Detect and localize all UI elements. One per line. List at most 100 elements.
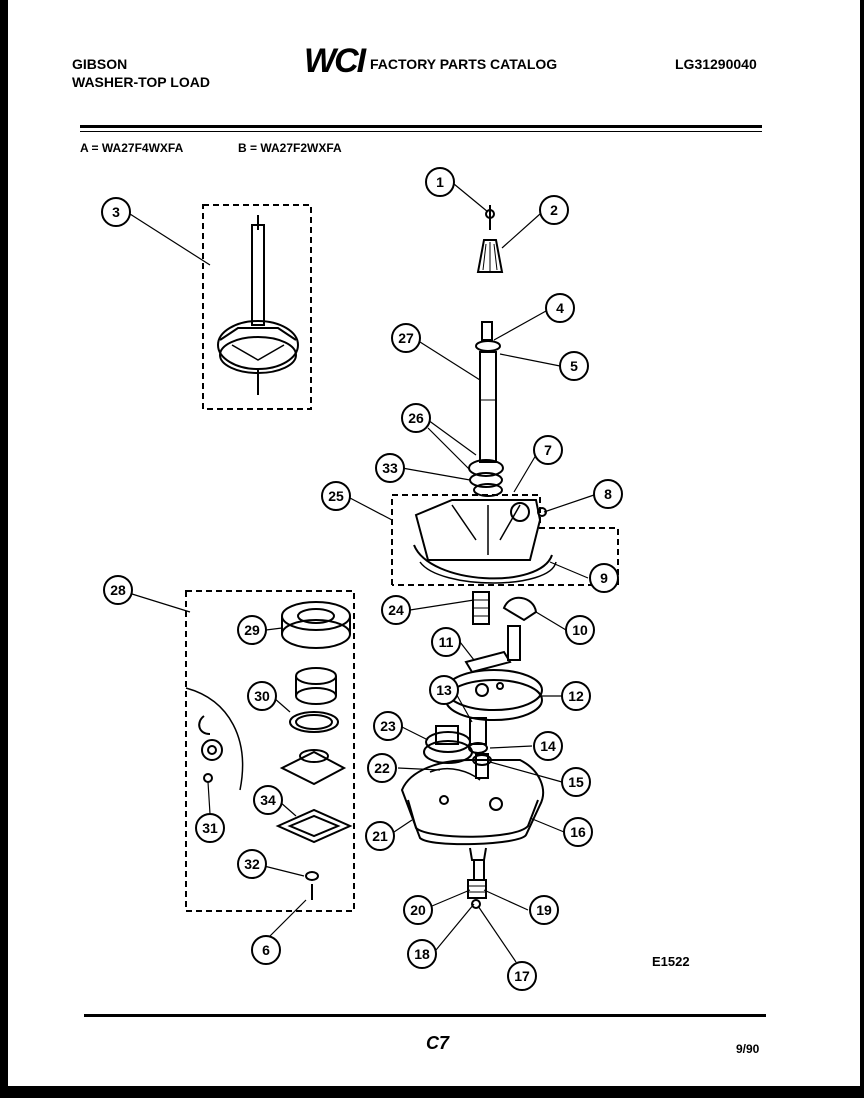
drive-shaft bbox=[468, 321, 504, 497]
callout-32: 32 bbox=[237, 849, 267, 879]
pinion-and-cam bbox=[472, 591, 538, 625]
callout-4: 4 bbox=[545, 293, 575, 323]
callout-15: 15 bbox=[561, 767, 591, 797]
callout-label: 6 bbox=[262, 942, 270, 958]
callout-29: 29 bbox=[237, 615, 267, 645]
callout-5: 5 bbox=[559, 351, 589, 381]
part-28-box bbox=[185, 590, 355, 912]
callout-label: 26 bbox=[408, 410, 424, 426]
callout-label: 31 bbox=[202, 820, 218, 836]
callout-10: 10 bbox=[565, 615, 595, 645]
catalog-title: FACTORY PARTS CATALOG bbox=[370, 56, 558, 72]
callout-label: 25 bbox=[328, 488, 344, 504]
callout-11: 11 bbox=[431, 627, 461, 657]
callout-8: 8 bbox=[593, 479, 623, 509]
pinion-gear-23 bbox=[423, 725, 473, 764]
agitator-shaft-assembly bbox=[217, 215, 299, 395]
leader-lines bbox=[129, 183, 595, 963]
callout-label: 7 bbox=[544, 442, 552, 458]
agitator-bolt-and-cap bbox=[476, 205, 504, 273]
callout-18: 18 bbox=[407, 939, 437, 969]
callout-28: 28 bbox=[103, 575, 133, 605]
callout-20: 20 bbox=[403, 895, 433, 925]
drive-fittings bbox=[467, 879, 487, 909]
page-number: C7 bbox=[426, 1033, 450, 1053]
callout-label: 20 bbox=[410, 902, 426, 918]
callout-12: 12 bbox=[561, 681, 591, 711]
callout-label: 11 bbox=[439, 634, 454, 650]
callout-30: 30 bbox=[247, 681, 277, 711]
callout-label: 8 bbox=[604, 486, 612, 502]
callout-label: 16 bbox=[570, 824, 586, 840]
callout-1: 1 bbox=[425, 167, 455, 197]
callout-label: 5 bbox=[570, 358, 578, 374]
callout-22: 22 bbox=[367, 753, 397, 783]
callout-21: 21 bbox=[365, 821, 395, 851]
callout-label: 22 bbox=[374, 760, 390, 776]
callout-27: 27 bbox=[391, 323, 421, 353]
callout-26: 26 bbox=[401, 403, 431, 433]
callout-label: 24 bbox=[388, 602, 404, 618]
callout-group: 1234567891011121314151617181920212223242… bbox=[101, 167, 623, 991]
part-28-arc bbox=[185, 687, 244, 791]
gearcase bbox=[400, 759, 545, 881]
callout-3: 3 bbox=[101, 197, 131, 227]
callout-label: 14 bbox=[540, 738, 556, 754]
callout-34: 34 bbox=[253, 785, 283, 815]
callout-label: 10 bbox=[572, 622, 588, 638]
callout-label: 27 bbox=[398, 330, 414, 346]
callout-label: 32 bbox=[244, 856, 260, 872]
callout-label: 19 bbox=[536, 902, 552, 918]
callout-33: 33 bbox=[375, 453, 405, 483]
callout-label: 29 bbox=[244, 622, 260, 638]
callout-label: 3 bbox=[112, 204, 120, 220]
callout-2: 2 bbox=[539, 195, 569, 225]
callout-label: 2 bbox=[550, 202, 558, 218]
transmission-cover bbox=[413, 499, 557, 584]
drawing-code: E1522 bbox=[652, 954, 690, 969]
callout-label: 23 bbox=[380, 718, 396, 734]
callout-13: 13 bbox=[429, 675, 459, 705]
callout-9: 9 bbox=[589, 563, 619, 593]
bearing-kit bbox=[198, 601, 353, 900]
brand-name: GIBSON bbox=[72, 56, 128, 72]
catalog-number: LG31290040 bbox=[675, 56, 757, 72]
callout-7: 7 bbox=[533, 435, 563, 465]
callout-label: 9 bbox=[600, 570, 608, 586]
wci-logo: WCI bbox=[304, 42, 366, 80]
callout-6: 6 bbox=[251, 935, 281, 965]
main-gear bbox=[445, 669, 543, 721]
callout-label: 1 bbox=[436, 174, 444, 190]
callout-label: 18 bbox=[414, 946, 430, 962]
callout-31: 31 bbox=[195, 813, 225, 843]
callout-label: 21 bbox=[372, 828, 388, 844]
callout-label: 34 bbox=[260, 792, 276, 808]
product-type: WASHER-TOP LOAD bbox=[72, 74, 210, 90]
footer-rule bbox=[84, 1014, 766, 1017]
callout-label: 33 bbox=[382, 460, 398, 476]
part-25-box bbox=[391, 494, 619, 586]
callout-label: 28 bbox=[110, 582, 126, 598]
callout-label: 15 bbox=[568, 774, 584, 790]
callout-label: 30 bbox=[254, 688, 270, 704]
callout-label: 17 bbox=[514, 968, 530, 984]
callout-label: 13 bbox=[436, 682, 452, 698]
revision-date: 9/90 bbox=[736, 1042, 760, 1056]
callout-19: 19 bbox=[529, 895, 559, 925]
callout-14: 14 bbox=[533, 731, 563, 761]
callout-label: 12 bbox=[568, 688, 584, 704]
model-a-label: A = WA27F4WXFA bbox=[80, 141, 184, 155]
part-3-box bbox=[202, 204, 312, 410]
crank-arm bbox=[464, 625, 521, 674]
callout-16: 16 bbox=[563, 817, 593, 847]
callout-label: 4 bbox=[556, 300, 564, 316]
callout-25: 25 bbox=[321, 481, 351, 511]
callout-23: 23 bbox=[373, 711, 403, 741]
model-b-label: B = WA27F2WXFA bbox=[238, 141, 342, 155]
header-rule-thin bbox=[80, 131, 762, 132]
callout-24: 24 bbox=[381, 595, 411, 625]
header-rule bbox=[80, 125, 762, 128]
callout-17: 17 bbox=[507, 961, 537, 991]
gear-stack bbox=[468, 717, 492, 779]
